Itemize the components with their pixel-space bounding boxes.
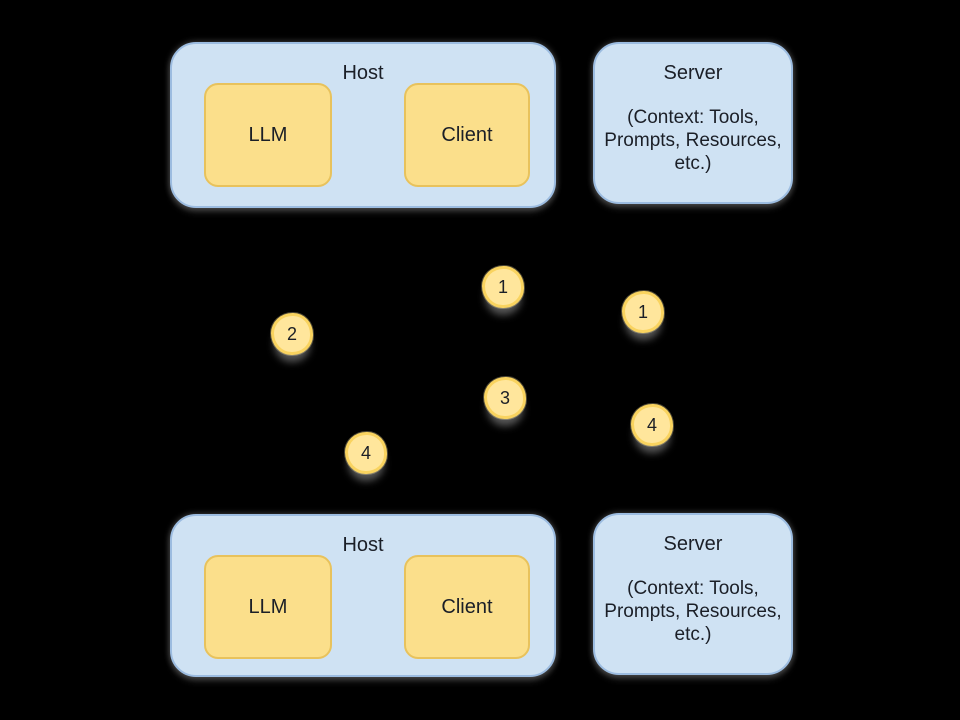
step-badge: 1: [622, 291, 664, 333]
server-title: Server: [663, 62, 723, 84]
step-badge: 4: [345, 432, 387, 474]
server-context: (Context: Tools, Prompts, Resources, etc…: [589, 106, 797, 175]
server-box-bottom: Server (Context: Tools, Prompts, Resourc…: [593, 513, 793, 675]
server-context-line: (Context: Tools,: [627, 578, 759, 599]
server-context-line: etc.): [674, 624, 712, 645]
step-badge: 4: [631, 404, 673, 446]
server-context: (Context: Tools, Prompts, Resources, etc…: [589, 577, 797, 646]
llm-label: LLM: [248, 595, 288, 618]
server-context-line: Prompts, Resources,: [604, 130, 782, 151]
server-box-top: Server (Context: Tools, Prompts, Resourc…: [593, 42, 793, 204]
server-context-line: Prompts, Resources,: [604, 601, 782, 622]
step-badge-label: 1: [637, 301, 648, 322]
step-badge: 1: [482, 266, 524, 308]
llm-box: LLM: [204, 555, 332, 659]
step-badge-label: 4: [360, 442, 371, 463]
step-badge: 2: [271, 313, 313, 355]
client-label: Client: [441, 595, 493, 618]
host-title: Host: [342, 534, 384, 556]
server-title: Server: [663, 533, 723, 555]
step-badge-label: 1: [497, 276, 508, 297]
client-box: Client: [404, 83, 530, 187]
host-title: Host: [342, 62, 384, 84]
llm-box: LLM: [204, 83, 332, 187]
step-badge-label: 3: [499, 387, 510, 408]
client-box: Client: [404, 555, 530, 659]
step-badge-label: 4: [646, 414, 657, 435]
host-box-top: Host LLM Client: [170, 42, 556, 208]
server-context-line: etc.): [674, 153, 712, 174]
host-box-bottom: Host LLM Client: [170, 514, 556, 677]
llm-label: LLM: [248, 123, 288, 146]
step-badge: 3: [484, 377, 526, 419]
step-badge-label: 2: [286, 323, 297, 344]
server-context-line: (Context: Tools,: [627, 107, 759, 128]
client-label: Client: [441, 123, 493, 146]
